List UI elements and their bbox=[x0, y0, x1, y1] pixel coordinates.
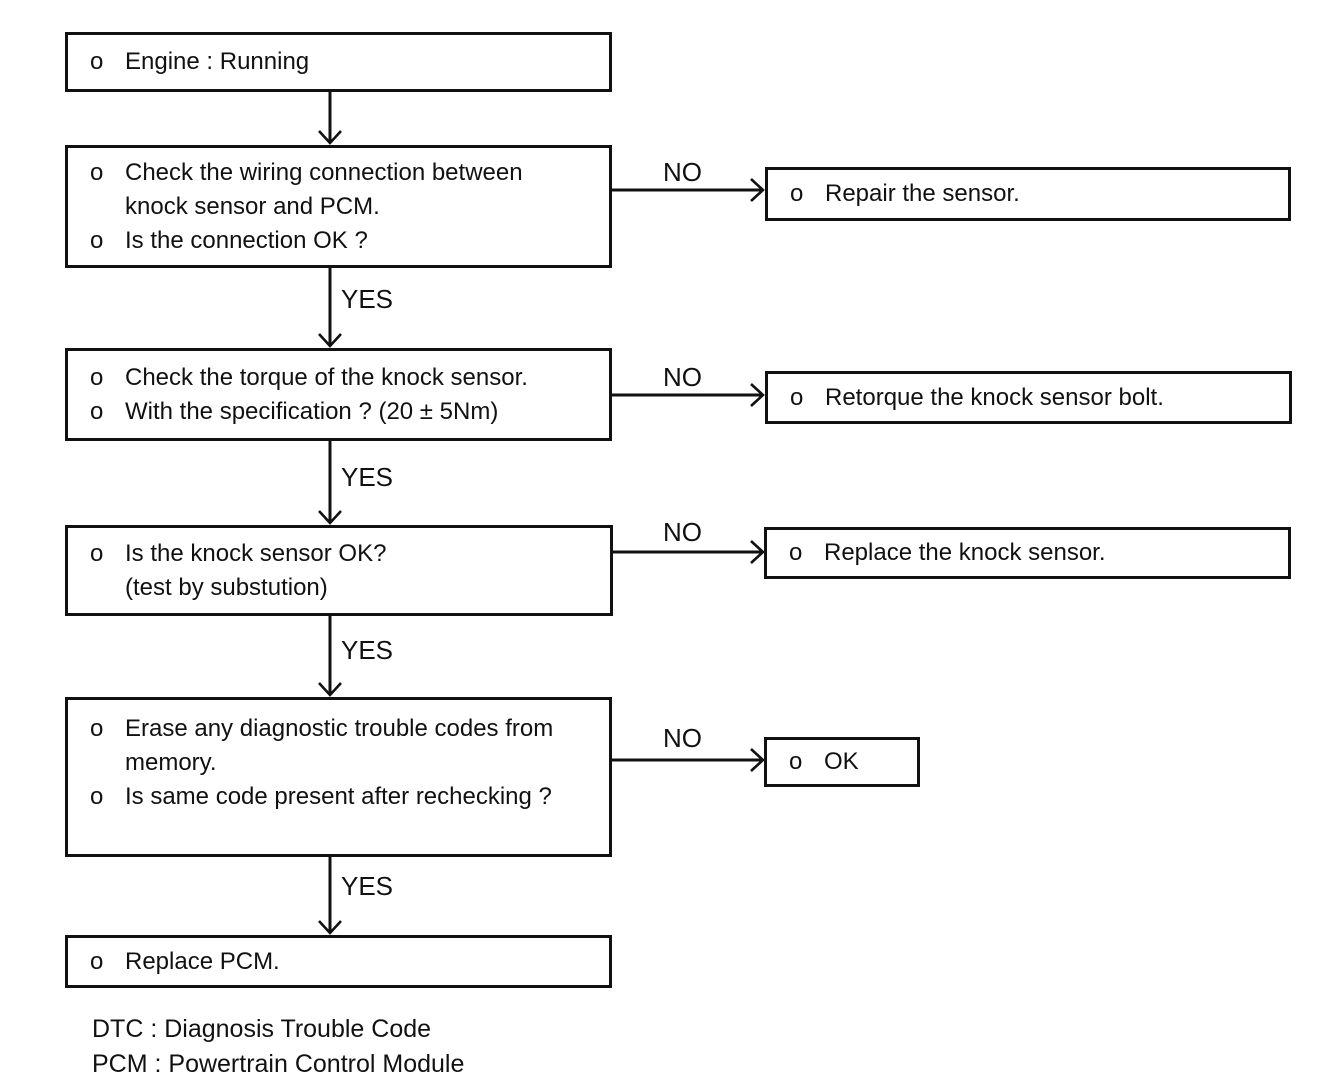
outcome-text: OK bbox=[824, 748, 859, 775]
step-box-knock-sensor-ok: o Is the knock sensor OK? (test by subst… bbox=[65, 525, 613, 616]
step-line: o Check the torque of the knock sensor. bbox=[68, 361, 609, 395]
step-box-engine-running: o Engine : Running bbox=[65, 32, 612, 92]
step-text: Check the wiring connection between bbox=[125, 158, 523, 186]
bullet-marker bbox=[90, 190, 125, 224]
bullet-marker: o bbox=[90, 397, 104, 425]
step-line: o Check the wiring connection between bbox=[68, 156, 609, 190]
yes-label: YES bbox=[341, 635, 394, 665]
outcome-box-repair-sensor: o Repair the sensor. bbox=[765, 167, 1291, 221]
outcome-line: o Retorque the knock sensor bolt. bbox=[768, 381, 1289, 415]
bullet-marker: o bbox=[90, 715, 104, 742]
step-line: knock sensor and PCM. bbox=[68, 190, 609, 224]
outcome-box-replace-sensor: o Replace the knock sensor. bbox=[764, 527, 1291, 579]
outcome-text: Repair the sensor. bbox=[825, 180, 1020, 207]
step-line: (test by substution) bbox=[68, 571, 610, 605]
yes-label: YES bbox=[341, 462, 394, 492]
step-box-check-torque: o Check the torque of the knock sensor. … bbox=[65, 348, 612, 441]
arrow-right-icon bbox=[612, 540, 765, 564]
outcome-line: o OK bbox=[767, 745, 917, 779]
step-text: Is same code present after rechecking ? bbox=[125, 783, 552, 810]
arrow-right-icon bbox=[612, 178, 765, 202]
no-label: NO bbox=[663, 362, 702, 392]
step-text: knock sensor and PCM. bbox=[125, 192, 380, 220]
step-text: Engine : Running bbox=[125, 48, 310, 75]
footnote-dtc: DTC : Diagnosis Trouble Code bbox=[92, 1015, 432, 1043]
outcome-text: Replace the knock sensor. bbox=[824, 539, 1106, 566]
no-label: NO bbox=[663, 723, 702, 753]
bullet-marker: o bbox=[90, 226, 104, 254]
step-box-replace-pcm: o Replace PCM. bbox=[65, 935, 612, 988]
arrow-down-icon bbox=[318, 268, 342, 348]
step-line: o Is the connection OK ? bbox=[68, 224, 609, 258]
step-line: o Engine : Running bbox=[68, 45, 609, 79]
footnote-pcm: PCM : Powertrain Control Module bbox=[92, 1050, 465, 1078]
outcome-box-retorque-bolt: o Retorque the knock sensor bolt. bbox=[765, 371, 1292, 424]
step-text: Is the connection OK ? bbox=[125, 226, 368, 254]
bullet-marker: o bbox=[90, 783, 104, 810]
step-line: o Erase any diagnostic trouble codes fro… bbox=[68, 712, 609, 746]
step-text: (test by substution) bbox=[125, 573, 328, 601]
step-text: Check the torque of the knock sensor. bbox=[125, 363, 528, 391]
no-label: NO bbox=[663, 157, 702, 187]
step-text: Is the knock sensor OK? bbox=[125, 539, 387, 567]
bullet-marker: o bbox=[90, 48, 104, 75]
step-text: Erase any diagnostic trouble codes from bbox=[125, 715, 554, 742]
bullet-marker: o bbox=[90, 947, 104, 975]
step-line: o With the specification ? (20 ± 5Nm) bbox=[68, 395, 609, 429]
bullet-marker: o bbox=[790, 180, 804, 207]
step-box-check-wiring: o Check the wiring connection between kn… bbox=[65, 145, 612, 268]
step-line: o Is same code present after rechecking … bbox=[68, 780, 609, 814]
arrow-right-icon bbox=[612, 748, 765, 772]
outcome-line: o Repair the sensor. bbox=[768, 177, 1288, 211]
arrow-down-icon bbox=[318, 92, 342, 145]
bullet-marker: o bbox=[790, 383, 804, 411]
bullet-marker: o bbox=[90, 158, 104, 186]
outcome-box-ok: o OK bbox=[764, 737, 920, 787]
step-text: With the specification ? (20 ± 5Nm) bbox=[125, 397, 499, 425]
yes-label: YES bbox=[341, 284, 394, 314]
yes-label: YES bbox=[341, 871, 394, 901]
bullet-marker: o bbox=[789, 539, 803, 566]
step-line: o Replace PCM. bbox=[68, 945, 609, 979]
arrow-down-icon bbox=[318, 616, 342, 697]
bullet-marker: o bbox=[90, 363, 104, 391]
arrow-down-icon bbox=[318, 441, 342, 525]
bullet-marker: o bbox=[789, 748, 803, 775]
step-line: o Is the knock sensor OK? bbox=[68, 537, 610, 571]
bullet-marker bbox=[90, 571, 125, 605]
bullet-marker: o bbox=[90, 539, 104, 567]
outcome-text: Retorque the knock sensor bolt. bbox=[825, 383, 1164, 411]
arrow-down-icon bbox=[318, 857, 342, 935]
bullet-marker bbox=[90, 746, 125, 780]
step-line: memory. bbox=[68, 746, 609, 780]
step-text: Replace PCM. bbox=[125, 947, 280, 975]
no-label: NO bbox=[663, 517, 702, 547]
step-text: memory. bbox=[125, 749, 217, 776]
outcome-line: o Replace the knock sensor. bbox=[767, 536, 1288, 570]
step-box-erase-dtc: o Erase any diagnostic trouble codes fro… bbox=[65, 697, 612, 857]
arrow-right-icon bbox=[612, 383, 765, 407]
